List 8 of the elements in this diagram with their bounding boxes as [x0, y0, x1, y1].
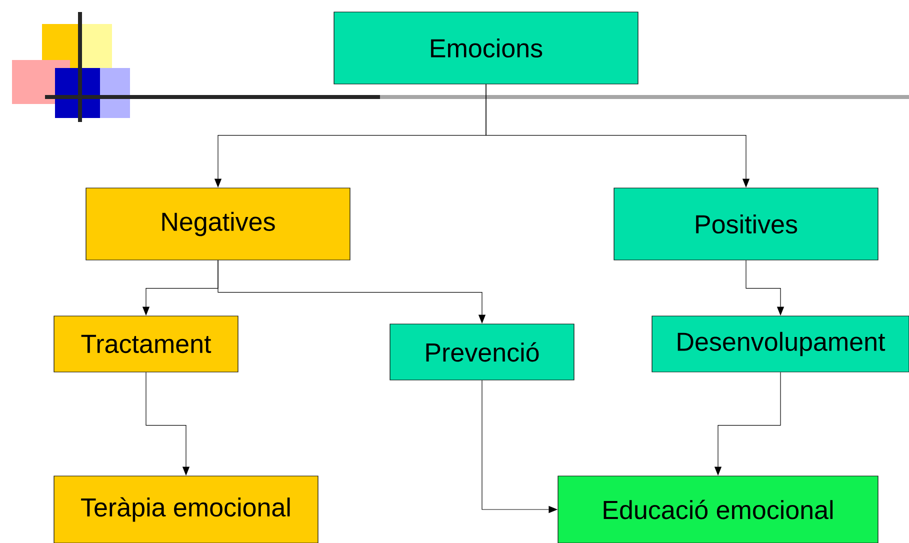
box: Emocions: [334, 12, 638, 84]
box: Prevenció: [390, 324, 574, 380]
box: Positives: [614, 188, 878, 260]
box: Educació emocional: [558, 476, 878, 543]
box: Teràpia emocional: [54, 476, 318, 543]
box: Tractament: [54, 316, 238, 372]
box: Negatives: [86, 188, 350, 260]
box: Desenvolupament: [652, 316, 909, 372]
